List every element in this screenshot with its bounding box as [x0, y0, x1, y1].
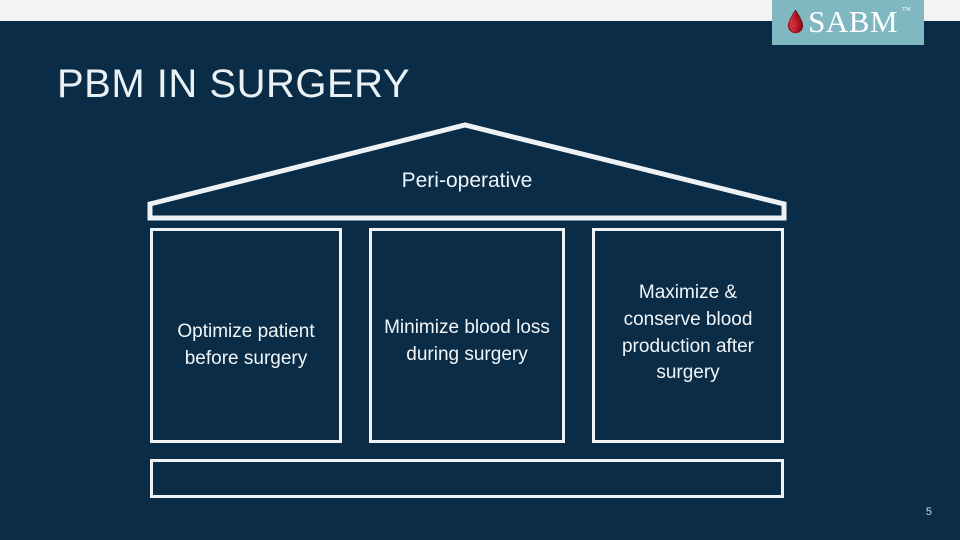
- pillar-label: Maximize & conserve blood production aft…: [621, 281, 755, 384]
- blood-drop-icon: [788, 9, 804, 34]
- pillar-minimize-blood-loss: Minimize blood loss during surgery: [369, 228, 565, 443]
- pillar-label: Optimize patient before surgery: [177, 320, 315, 369]
- logo-wordmark: SABM: [808, 4, 899, 39]
- page-number: 5: [925, 506, 932, 518]
- page-title: PBM IN SURGERY: [57, 62, 410, 106]
- pillar-group: Optimize patient before surgery Minimize…: [150, 228, 784, 443]
- roof-shape: [147, 122, 787, 221]
- foundation-bar: [150, 459, 784, 498]
- pillar-maximize-blood-production: Maximize & conserve blood production aft…: [592, 228, 784, 443]
- roof-label: Peri-operative: [401, 169, 533, 192]
- logo-inner: SABM ™: [786, 4, 911, 39]
- sabm-logo: SABM ™: [772, 0, 924, 45]
- pillar-label: Minimize blood loss during surgery: [384, 316, 550, 365]
- pillar-optimize-patient: Optimize patient before surgery: [150, 228, 342, 443]
- top-white-band: [0, 0, 960, 21]
- logo-trademark: ™: [902, 4, 911, 15]
